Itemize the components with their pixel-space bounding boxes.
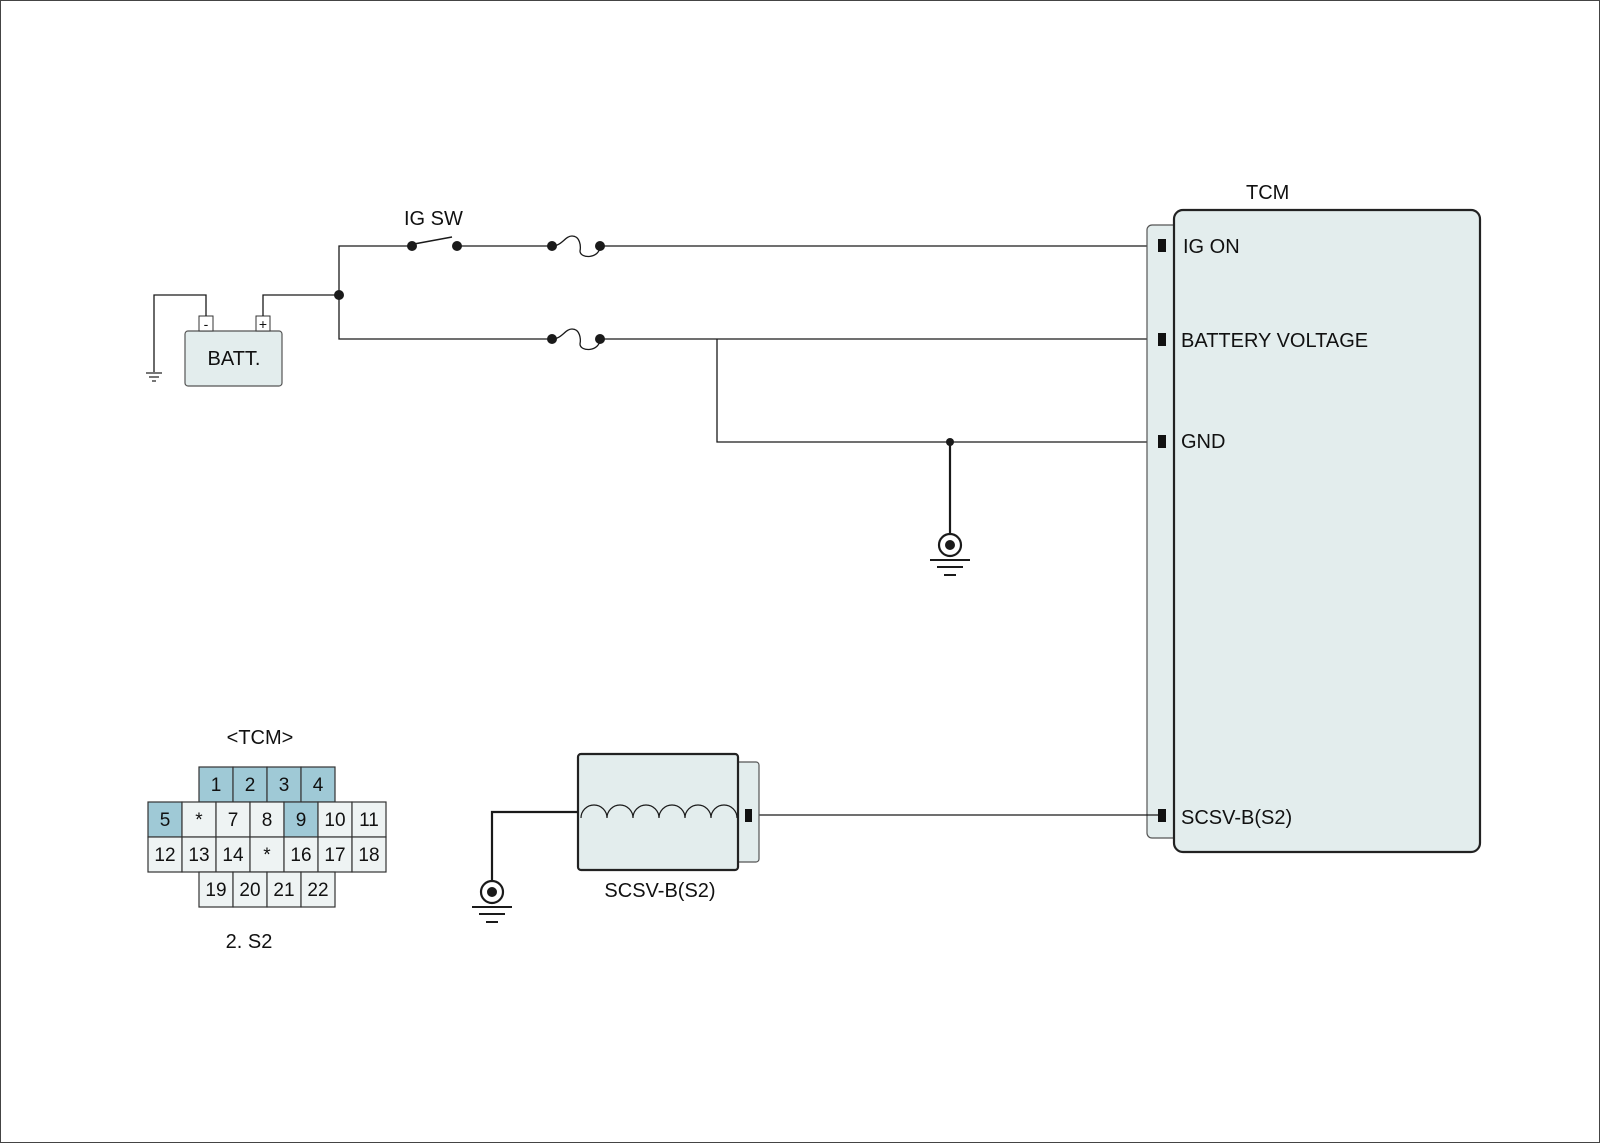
pin-label: 9 [296, 810, 307, 831]
battery-pos-sign: + [259, 316, 267, 332]
pin-cell [351, 836, 387, 873]
pin-label: 1 [211, 775, 222, 796]
solenoid-pin [745, 809, 752, 822]
tcm-pin-battery-voltage [1158, 333, 1166, 346]
pin-label: 3 [279, 775, 290, 796]
battery-neg-sign: - [204, 316, 209, 332]
pin-cell [232, 871, 268, 908]
connector-title: <TCM> [227, 727, 294, 749]
pin-label: * [195, 810, 203, 831]
battery-body [184, 330, 283, 387]
pin-cell [249, 801, 285, 838]
pin-label: 20 [239, 880, 260, 901]
solenoid-scsv: SCSV-B(S2) [576, 752, 760, 902]
gnd-wire [716, 339, 1158, 443]
pin-label: * [263, 845, 271, 866]
ig-switch-label: IG SW [404, 208, 463, 230]
pin-label: 18 [358, 845, 379, 866]
battery-label: BATT. [208, 348, 261, 370]
pin-cell [266, 871, 302, 908]
pin-cell [198, 766, 234, 803]
battery-positive-wire [262, 294, 339, 316]
pin-label: 19 [205, 880, 226, 901]
pin-cell [351, 801, 387, 838]
pin-cell [300, 871, 336, 908]
pin-cell [215, 801, 251, 838]
pin-label: 8 [262, 810, 273, 831]
pin-cell [147, 836, 183, 873]
ig-switch-icon [407, 236, 462, 251]
tcm-label-battery-voltage: BATTERY VOLTAGE [1181, 330, 1368, 352]
pin-label: 11 [359, 810, 379, 831]
tcm-pin-gnd [1158, 435, 1166, 448]
tcm-label-ig-on: IG ON [1183, 236, 1240, 258]
pin-label: 2 [245, 775, 256, 796]
tcm-title: TCM [1246, 182, 1289, 204]
tcm-label-scsv: SCSV-B(S2) [1181, 807, 1292, 829]
pin-label: 22 [307, 880, 328, 901]
ig-branch-wire [338, 245, 412, 295]
pin-label: 12 [154, 845, 175, 866]
battery-ground-wire [153, 294, 207, 372]
tcm-pin-ig-on [1158, 239, 1166, 252]
pin-label: 13 [188, 845, 209, 866]
tcm-module: TCM IG ON BATTERY VOLTAGE GND SCSV-B(S2) [1146, 182, 1482, 854]
pin-label: 7 [228, 810, 239, 831]
connector-caption: 2. S2 [226, 931, 273, 953]
solenoid-ground-wire [490, 810, 578, 880]
pin-label: 21 [273, 880, 294, 901]
pin-label: 17 [324, 845, 345, 866]
fuse-icon-batt [547, 328, 605, 351]
pin-label: 5 [160, 810, 171, 831]
tcm-pin-scsv [1158, 809, 1166, 822]
pin-label: 10 [324, 810, 345, 831]
battery: - + BATT. [184, 315, 283, 387]
pin-label: 14 [222, 845, 244, 866]
tcm-body [1172, 208, 1482, 854]
pin-cell [317, 836, 353, 873]
pin-label: 16 [290, 845, 311, 866]
fuse-icon-ig [547, 235, 605, 258]
coil-icon [580, 804, 738, 819]
batt-branch-wire [338, 295, 552, 340]
ground-icon-solenoid [472, 879, 512, 923]
pin-label: 4 [313, 775, 324, 796]
ground-icon-tcm [930, 532, 970, 576]
chassis-ground-icon [146, 372, 162, 382]
solenoid-label: SCSV-B(S2) [604, 880, 715, 902]
tcm-label-gnd: GND [1181, 431, 1225, 453]
